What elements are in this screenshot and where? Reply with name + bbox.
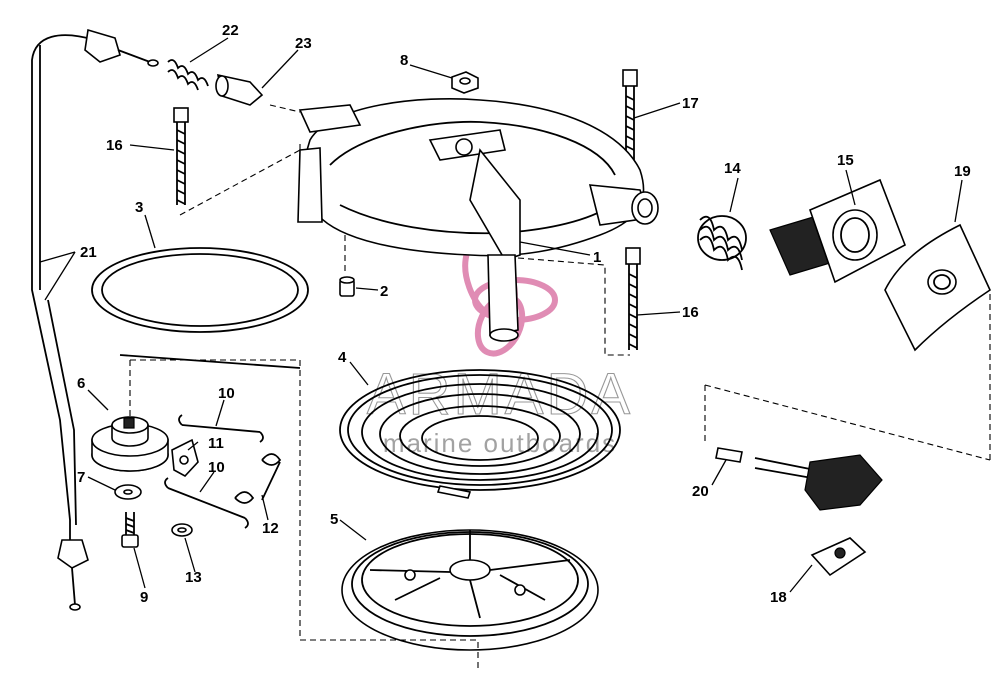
part-pulley [341, 529, 599, 651]
callout-10-upper: 10 [218, 385, 235, 402]
part-plate [884, 223, 992, 352]
callout-19: 19 [954, 163, 971, 180]
callout-17: 17 [682, 95, 699, 112]
callout-10-lower: 10 [208, 459, 225, 476]
alignment-lines [129, 104, 991, 668]
part-plunger [215, 73, 264, 106]
part-clip [810, 537, 867, 577]
part-t-handle [715, 447, 883, 511]
part-screw-17 [622, 69, 638, 161]
callout-1: 1 [593, 249, 601, 266]
part-rope-coil [91, 247, 309, 369]
leader-lines [39, 37, 963, 593]
part-spring-large [697, 215, 747, 271]
callout-12: 12 [262, 520, 279, 537]
callout-20: 20 [692, 483, 709, 500]
callout-22: 22 [222, 22, 239, 39]
part-washer [114, 484, 142, 500]
callout-9: 9 [140, 589, 148, 606]
part-hub [91, 416, 169, 472]
watermark-tagline: marine outboards [383, 428, 617, 458]
callout-3: 3 [135, 199, 143, 216]
callout-8: 8 [400, 52, 408, 69]
callout-7: 7 [77, 469, 85, 486]
callout-5: 5 [330, 511, 338, 528]
callout-14: 14 [724, 160, 741, 177]
callout-11: 11 [208, 435, 224, 452]
part-spring-clip [234, 453, 282, 504]
callout-15: 15 [837, 152, 854, 169]
part-lock-washer [171, 523, 193, 537]
part-link-upper [178, 414, 264, 443]
callout-6: 6 [77, 375, 85, 392]
part-nut [451, 71, 479, 94]
part-pawl [171, 438, 199, 478]
callout-16-top: 16 [106, 137, 123, 154]
part-screw-16-top [173, 107, 189, 205]
part-handle-housing [769, 178, 907, 284]
part-housing [297, 98, 659, 342]
part-cable [31, 28, 159, 611]
part-rewind-spring [339, 369, 621, 499]
callout-2: 2 [380, 283, 388, 300]
part-screw-16-right [625, 247, 641, 350]
callout-16-right: 16 [682, 304, 699, 321]
callout-labels: 1 2 3 4 5 6 7 8 9 10 10 11 12 13 14 15 1… [77, 22, 971, 606]
callout-13: 13 [185, 569, 202, 586]
part-screw-small [339, 276, 355, 297]
callout-21: 21 [80, 244, 97, 261]
part-spring-small [167, 59, 209, 91]
callout-23: 23 [295, 35, 312, 52]
callout-18: 18 [770, 589, 787, 606]
part-link-lower [164, 477, 249, 529]
callout-4: 4 [338, 349, 347, 366]
part-bolt [121, 512, 139, 548]
